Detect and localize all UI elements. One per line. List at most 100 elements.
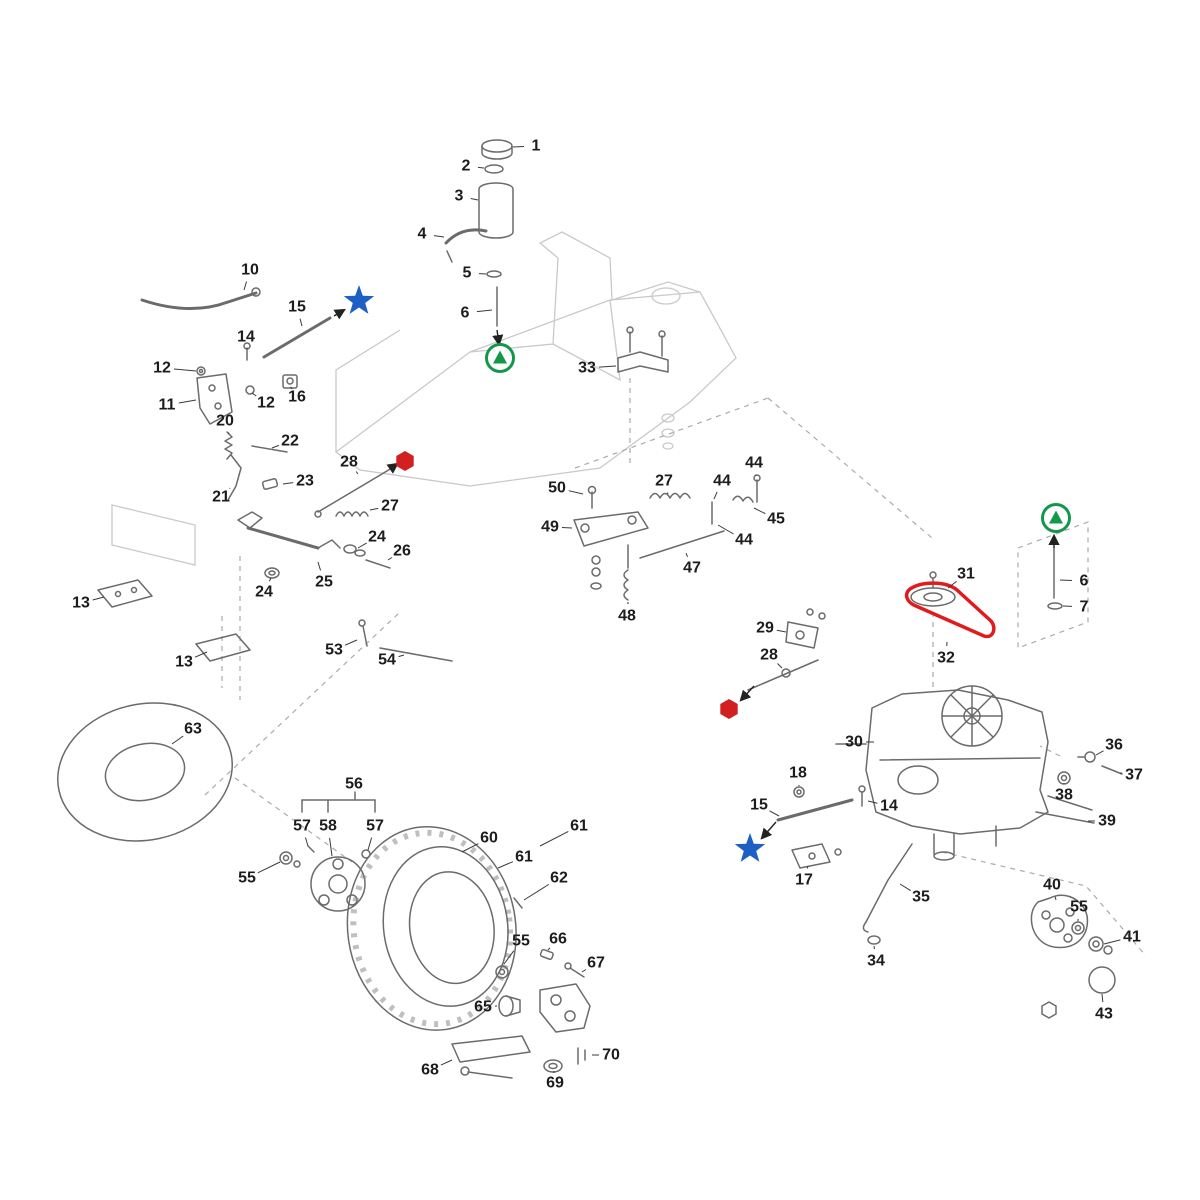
leader-line-43 — [1101, 993, 1104, 1003]
leader-line-17 — [806, 865, 809, 869]
part-label-45: 45 — [767, 511, 785, 528]
part-label-23: 23 — [296, 473, 314, 490]
front-hub-art — [279, 791, 376, 912]
part-label-47: 47 — [683, 560, 701, 577]
part-label-17: 17 — [795, 872, 813, 889]
part-label-40: 40 — [1043, 877, 1061, 894]
part-label-53: 53 — [325, 642, 343, 659]
blue-star-marker — [343, 285, 375, 314]
leader-line-6 — [1059, 579, 1073, 581]
part-label-44: 44 — [713, 473, 731, 490]
part-label-1: 1 — [532, 138, 541, 155]
part-label-37: 37 — [1125, 767, 1143, 784]
leader-line-67 — [581, 969, 587, 973]
part-label-3: 3 — [455, 188, 464, 205]
transmission-art — [760, 571, 1123, 945]
part-label-43: 43 — [1095, 1006, 1113, 1023]
part-label-6: 6 — [461, 305, 470, 322]
part-label-70: 70 — [602, 1047, 620, 1064]
part-label-16: 16 — [288, 389, 306, 406]
green-triangle-marker — [485, 343, 515, 373]
part-label-58: 58 — [319, 818, 337, 835]
part-label-24: 24 — [368, 529, 386, 546]
part-label-63: 63 — [184, 721, 202, 738]
leader-line-24 — [268, 577, 272, 582]
leader-line-44 — [717, 524, 734, 535]
part-label-14: 14 — [237, 329, 255, 346]
part-label-28: 28 — [760, 647, 778, 664]
leader-line-4 — [433, 235, 445, 238]
part-label-68: 68 — [421, 1062, 439, 1079]
leader-line-29 — [776, 629, 787, 633]
chassis-frame-art — [111, 231, 737, 566]
leader-line-21 — [229, 487, 231, 489]
leader-line-36 — [1095, 750, 1104, 756]
part-label-44: 44 — [735, 532, 753, 549]
leader-line-12 — [173, 368, 197, 372]
reservoir-assembly-art — [444, 139, 514, 347]
part-label-39: 39 — [1098, 813, 1116, 830]
part-label-55: 55 — [512, 933, 530, 950]
leader-line-10 — [243, 281, 248, 291]
inner-tube-art — [57, 702, 233, 842]
leader-line-55 — [503, 950, 515, 965]
leader-line-6 — [476, 309, 493, 313]
leader-line-61 — [539, 831, 569, 847]
drive-belt-highlight — [904, 581, 996, 639]
leader-line-23 — [282, 482, 294, 485]
leader-line-68 — [440, 1059, 453, 1066]
part-label-50: 50 — [548, 480, 566, 497]
green-triangle-glyph — [1049, 510, 1063, 524]
leader-line-60 — [461, 843, 479, 853]
part-label-10: 10 — [241, 262, 259, 279]
part-label-12: 12 — [257, 395, 275, 412]
tire-hardware-art — [451, 897, 591, 1079]
part-label-57: 57 — [293, 818, 311, 835]
part-label-62: 62 — [550, 870, 568, 887]
center-linkage-art — [573, 474, 826, 702]
leader-line-54 — [398, 654, 405, 658]
part-label-27: 27 — [381, 498, 399, 515]
part-label-7: 7 — [1080, 599, 1089, 616]
part-label-33: 33 — [578, 360, 596, 377]
part-label-57: 57 — [366, 818, 384, 835]
part-label-35: 35 — [912, 889, 930, 906]
part-label-14: 14 — [880, 798, 898, 815]
part-label-69: 69 — [546, 1075, 564, 1092]
leader-line-3 — [470, 197, 479, 201]
leader-line-13 — [194, 651, 208, 658]
right-pin-assembly-art — [1047, 533, 1063, 610]
leader-line-25 — [317, 561, 322, 571]
leader-line-57 — [367, 837, 373, 851]
part-label-41: 41 — [1123, 929, 1141, 946]
leader-line-55 — [257, 861, 281, 874]
part-label-28: 28 — [340, 454, 358, 471]
leader-line-15 — [769, 810, 780, 817]
bracket-33-art — [617, 326, 669, 373]
part-label-11: 11 — [159, 397, 176, 414]
part-label-30: 30 — [845, 734, 863, 751]
part-label-48: 48 — [618, 608, 636, 625]
part-label-21: 21 — [212, 489, 230, 506]
red-hexagon-marker — [720, 699, 738, 719]
part-label-44: 44 — [745, 455, 763, 472]
leader-line-58 — [329, 837, 333, 857]
blue-star-marker — [734, 833, 766, 862]
construction-lines — [204, 378, 1147, 957]
part-label-2: 2 — [462, 158, 471, 175]
part-label-55: 55 — [1070, 899, 1088, 916]
leader-line-28 — [777, 663, 783, 669]
part-label-61: 61 — [570, 818, 588, 835]
leader-line-31 — [947, 580, 957, 589]
part-label-22: 22 — [281, 433, 299, 450]
leader-line-53 — [344, 639, 358, 646]
leader-line-2 — [477, 166, 485, 169]
part-label-54: 54 — [378, 652, 396, 669]
leader-line-44 — [713, 491, 718, 500]
leader-line-13 — [92, 596, 105, 601]
part-label-29: 29 — [756, 620, 774, 637]
part-label-67: 67 — [587, 955, 605, 972]
